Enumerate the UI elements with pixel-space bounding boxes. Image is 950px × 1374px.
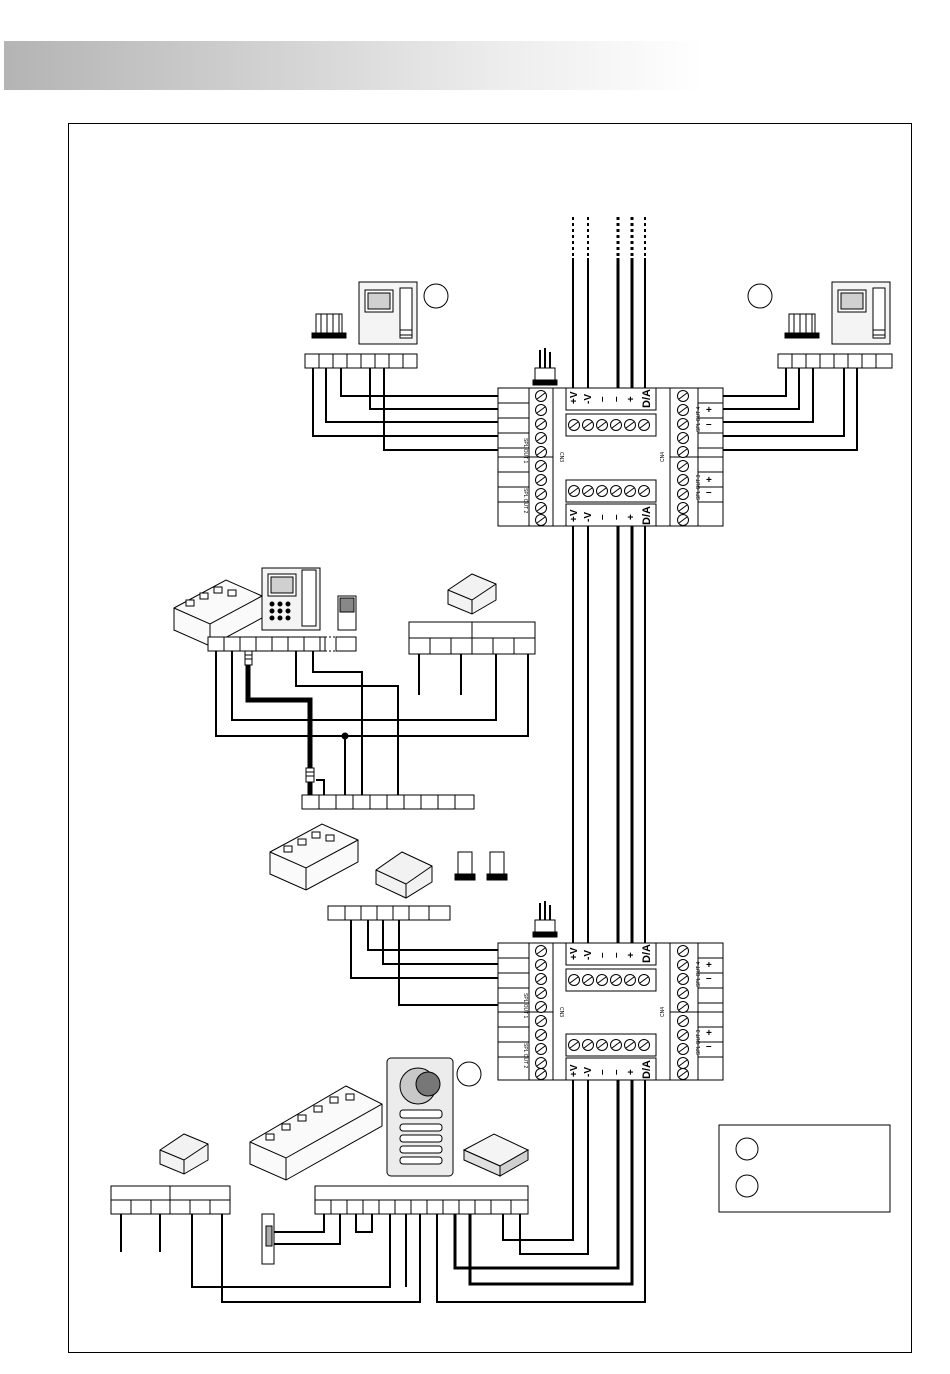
coax-connector-top bbox=[245, 651, 252, 665]
switch-block-middle bbox=[174, 580, 262, 646]
upper-top-terminal-0: +V bbox=[569, 391, 580, 404]
upper-out1: SPL OUT 1 bbox=[522, 438, 528, 464]
lower-top-terminal-4: + bbox=[626, 952, 637, 958]
jumpers-pair bbox=[455, 852, 507, 880]
lower-bottom-terminal-3: – bbox=[611, 1069, 622, 1075]
callout-circle-upper-right bbox=[748, 284, 772, 308]
door-lock bbox=[262, 1214, 274, 1264]
power-supply-middle bbox=[448, 574, 496, 614]
monitor-upper-right bbox=[785, 282, 890, 344]
lower-out1: SPL OUT 1 bbox=[522, 993, 528, 1019]
upper-top-terminal-1: -V bbox=[583, 394, 594, 404]
upper-bottom-terminal-1: -V bbox=[583, 512, 594, 522]
switch-block-bottom bbox=[250, 1086, 382, 1180]
distributor-module-upper: +V -V – – + D/A +V -V – – + D/A SPL OUT … bbox=[498, 388, 723, 526]
upper-top-terminal-4: + bbox=[626, 396, 637, 402]
callout-circle-lower bbox=[457, 1062, 481, 1086]
lower-top-terminal-5: D/A bbox=[641, 944, 653, 963]
upper-top-terminal-2: – bbox=[597, 396, 608, 402]
jumper-upper bbox=[533, 348, 557, 385]
terminal-strip-upper-right bbox=[778, 354, 892, 368]
upper-bottom-terminal-2: – bbox=[597, 514, 608, 520]
terminal-strip-middle-right bbox=[409, 622, 535, 654]
lower-bottom-terminal-1: -V bbox=[583, 1067, 594, 1077]
junction-dot bbox=[342, 733, 349, 740]
upper-out2: SPL OUT 2 bbox=[522, 488, 528, 514]
jumper-lower bbox=[533, 901, 557, 937]
legend-box bbox=[719, 1125, 890, 1212]
lower-top-terminal-2: – bbox=[597, 952, 608, 958]
lower-top-terminal-3: – bbox=[611, 952, 622, 958]
upper-cn4: CN4 bbox=[660, 452, 666, 462]
upper-bottom-terminal-0: +V bbox=[569, 509, 580, 522]
wires-upper-right bbox=[723, 368, 857, 450]
upper-bottom-terminal-5: D/A bbox=[641, 506, 653, 525]
terminal-strip-second bbox=[328, 906, 450, 920]
terminal-strip-center bbox=[302, 795, 474, 809]
wires-middle bbox=[216, 651, 528, 795]
handset-keypad-middle bbox=[262, 568, 356, 630]
upper-cn3: CN3 bbox=[558, 452, 564, 462]
coax-connector-bottom bbox=[306, 768, 314, 782]
relay-module-second bbox=[376, 852, 432, 898]
wires-second bbox=[351, 920, 498, 1005]
riser-middle bbox=[573, 525, 645, 955]
upper-top-terminal-3: – bbox=[611, 396, 622, 402]
upper-right-minus-2: – bbox=[706, 487, 712, 498]
interface-box-bottom bbox=[464, 1134, 528, 1176]
switch-block-second bbox=[270, 824, 358, 890]
upper-bottom-terminal-4: + bbox=[626, 514, 637, 520]
terminal-strip-bottom-main bbox=[315, 1186, 528, 1214]
upper-right-plus-1: + bbox=[706, 405, 712, 416]
legend-circle-1 bbox=[736, 1138, 758, 1160]
lower-right-minus-2: – bbox=[706, 1041, 712, 1052]
callout-circle-upper-left bbox=[424, 284, 448, 308]
lower-top-terminal-0: +V bbox=[569, 947, 580, 960]
door-panel bbox=[387, 1058, 453, 1176]
monitor-upper-left bbox=[312, 282, 417, 344]
lower-right-minus-1: – bbox=[706, 973, 712, 984]
wires-upper-left bbox=[313, 368, 498, 450]
lower-bottom-terminal-4: + bbox=[626, 1069, 637, 1075]
legend-circle-2 bbox=[736, 1175, 758, 1197]
lower-bottom-terminal-5: D/A bbox=[641, 1060, 653, 1079]
upper-top-terminal-5: D/A bbox=[641, 389, 653, 408]
terminal-strip-upper-left bbox=[305, 354, 417, 368]
lower-out3: SPL OUT 3 bbox=[696, 1029, 702, 1055]
lower-bottom-terminal-0: +V bbox=[569, 1064, 580, 1077]
upper-right-minus-1: – bbox=[706, 419, 712, 430]
terminal-strip-middle-left bbox=[208, 637, 356, 651]
lower-cn3: CN3 bbox=[558, 1007, 564, 1017]
lower-out4: SPL OUT 4 bbox=[696, 961, 702, 987]
lower-top-terminal-1: -V bbox=[583, 950, 594, 960]
riser-incoming bbox=[573, 217, 645, 405]
lower-right-plus-1: + bbox=[706, 960, 712, 971]
distributor-module-lower: +V -V – – + D/A +V -V – – + D/A SPL OUT … bbox=[498, 943, 723, 1080]
lower-right-plus-2: + bbox=[706, 1028, 712, 1039]
lower-cn4: CN4 bbox=[660, 1007, 666, 1017]
upper-out3: SPL OUT 3 bbox=[696, 474, 702, 500]
lower-bottom-terminal-2: – bbox=[597, 1069, 608, 1075]
upper-bottom-terminal-3: – bbox=[611, 514, 622, 520]
terminal-strip-bottom-left bbox=[111, 1186, 230, 1214]
power-supply-bottom bbox=[160, 1134, 208, 1174]
lower-out2: SPL OUT 2 bbox=[522, 1043, 528, 1069]
upper-out4: SPL OUT 4 bbox=[696, 406, 702, 432]
upper-right-plus-2: + bbox=[706, 475, 712, 486]
